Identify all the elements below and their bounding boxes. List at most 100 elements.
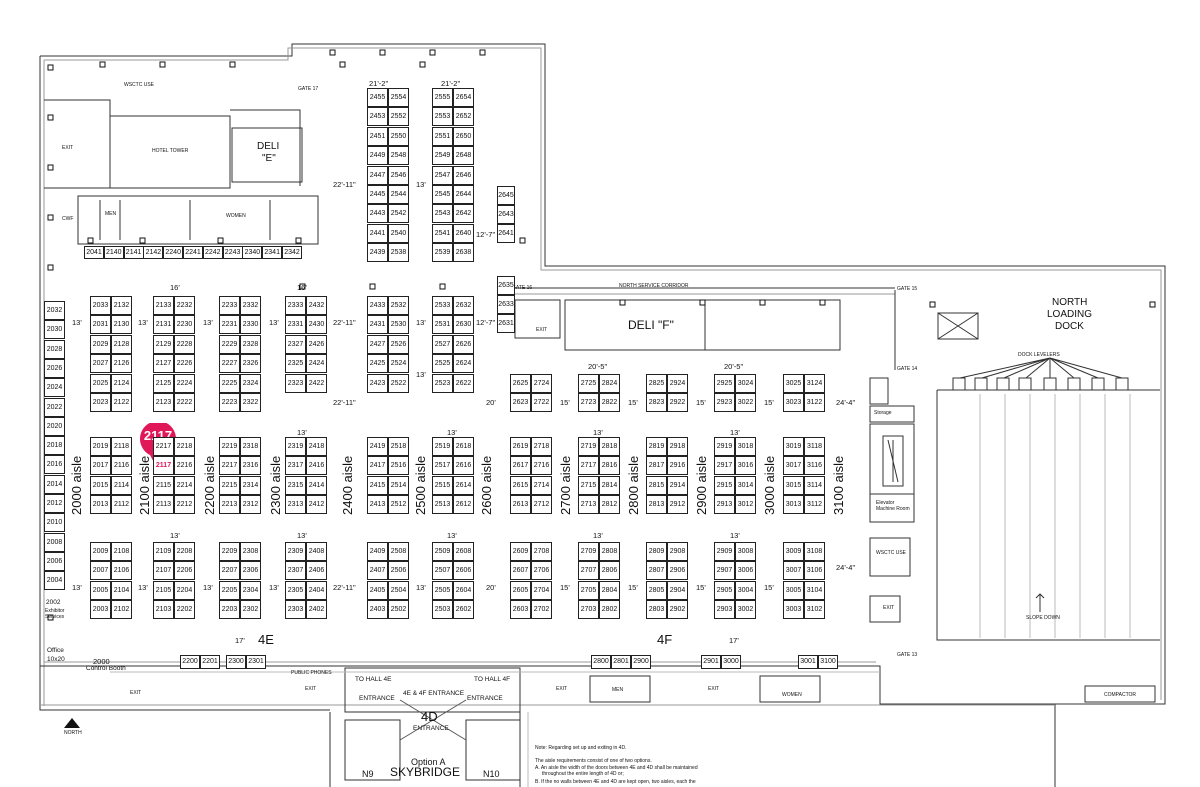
booth-2206[interactable]: 2206: [174, 561, 195, 581]
booth-2805[interactable]: 2805: [646, 580, 667, 600]
booth-2427[interactable]: 2427: [367, 334, 388, 354]
booth-2227[interactable]: 2227: [219, 354, 240, 374]
booth-3106[interactable]: 3106: [804, 561, 825, 581]
booth-2006[interactable]: 2006: [44, 551, 65, 571]
booth-2027[interactable]: 2027: [90, 354, 111, 374]
booth-2615[interactable]: 2615: [510, 475, 531, 495]
booth-2643[interactable]: 2643: [497, 205, 515, 224]
booth-2023[interactable]: 2023: [90, 393, 111, 412]
booth-3005[interactable]: 3005: [783, 580, 804, 600]
booth-2104[interactable]: 2104: [111, 580, 132, 600]
booth-2905[interactable]: 2905: [714, 580, 735, 600]
booth-2032[interactable]: 2032: [44, 301, 65, 320]
booth-3114[interactable]: 3114: [804, 475, 825, 495]
booth-2302[interactable]: 2302: [240, 600, 261, 620]
booth-2330[interactable]: 2330: [240, 315, 261, 335]
booth-2508[interactable]: 2508: [388, 542, 409, 561]
booth-2409[interactable]: 2409: [367, 542, 388, 561]
booth-2008[interactable]: 2008: [44, 532, 65, 552]
booth-2433[interactable]: 2433: [367, 296, 388, 315]
booth-2020[interactable]: 2020: [44, 416, 65, 436]
booth-2022[interactable]: 2022: [44, 397, 65, 417]
booth-2140[interactable]: 2140: [103, 246, 124, 259]
booth-2909[interactable]: 2909: [714, 542, 735, 561]
booth-2606[interactable]: 2606: [453, 561, 474, 581]
booth-2403[interactable]: 2403: [367, 600, 388, 620]
booth-2904[interactable]: 2904: [667, 580, 688, 600]
booth-2923[interactable]: 2923: [714, 393, 735, 413]
booth-2441[interactable]: 2441: [367, 223, 388, 243]
booth-2123[interactable]: 2123: [153, 393, 174, 412]
booth-2130[interactable]: 2130: [111, 315, 132, 335]
booth-2603[interactable]: 2603: [510, 600, 531, 620]
booth-2638[interactable]: 2638: [453, 243, 474, 263]
booth-2304[interactable]: 2304: [240, 580, 261, 600]
booth-2915[interactable]: 2915: [714, 475, 735, 495]
booth-2619[interactable]: 2619: [510, 437, 531, 456]
booth-2133[interactable]: 2133: [153, 296, 174, 315]
booth-2451[interactable]: 2451: [367, 126, 388, 146]
booth-2518[interactable]: 2518: [388, 437, 409, 456]
booth-2005[interactable]: 2005: [90, 580, 111, 600]
booth-2026[interactable]: 2026: [44, 358, 65, 378]
booth-3000[interactable]: 3000: [721, 655, 741, 669]
booth-2024[interactable]: 2024: [44, 378, 65, 398]
booth-2455[interactable]: 2455: [367, 88, 388, 107]
booth-2527[interactable]: 2527: [432, 334, 453, 354]
booth-2547[interactable]: 2547: [432, 165, 453, 185]
booth-3013[interactable]: 3013: [783, 495, 804, 515]
booth-2632[interactable]: 2632: [453, 296, 474, 315]
booth-3012[interactable]: 3012: [735, 495, 756, 515]
booth-2900[interactable]: 2900: [631, 655, 651, 669]
booth-2823[interactable]: 2823: [646, 393, 667, 413]
booth-2453[interactable]: 2453: [367, 107, 388, 127]
booth-2549[interactable]: 2549: [432, 146, 453, 166]
booth-2519[interactable]: 2519: [432, 437, 453, 456]
booth-2315[interactable]: 2315: [285, 475, 306, 495]
booth-2341[interactable]: 2341: [262, 246, 283, 259]
booth-2404[interactable]: 2404: [306, 580, 327, 600]
booth-2503[interactable]: 2503: [432, 600, 453, 620]
booth-2506[interactable]: 2506: [388, 561, 409, 581]
booth-2918[interactable]: 2918: [667, 437, 688, 456]
booth-3104[interactable]: 3104: [804, 580, 825, 600]
booth-2228[interactable]: 2228: [174, 334, 195, 354]
booth-2515[interactable]: 2515: [432, 475, 453, 495]
booth-2424[interactable]: 2424: [306, 354, 327, 374]
booth-2217[interactable]: 2217: [219, 456, 240, 476]
booth-3016[interactable]: 3016: [735, 456, 756, 476]
booth-2324[interactable]: 2324: [240, 373, 261, 393]
booth-3102[interactable]: 3102: [804, 600, 825, 620]
booth-2141[interactable]: 2141: [123, 246, 144, 259]
booth-2919[interactable]: 2919: [714, 437, 735, 456]
booth-2222[interactable]: 2222: [174, 393, 195, 412]
booth-2707[interactable]: 2707: [578, 561, 599, 581]
booth-2019[interactable]: 2019: [90, 437, 111, 456]
booth-2822[interactable]: 2822: [599, 393, 620, 413]
booth-3116[interactable]: 3116: [804, 456, 825, 476]
booth-2631[interactable]: 2631: [497, 314, 515, 333]
booth-3002[interactable]: 3002: [735, 600, 756, 620]
booth-2025[interactable]: 2025: [90, 373, 111, 393]
booth-2517[interactable]: 2517: [432, 456, 453, 476]
booth-2125[interactable]: 2125: [153, 373, 174, 393]
booth-2550[interactable]: 2550: [388, 126, 409, 146]
booth-3003[interactable]: 3003: [783, 600, 804, 620]
booth-2342[interactable]: 2342: [282, 246, 302, 259]
booth-2445[interactable]: 2445: [367, 185, 388, 204]
booth-2405[interactable]: 2405: [367, 580, 388, 600]
booth-2618[interactable]: 2618: [453, 437, 474, 456]
booth-2316[interactable]: 2316: [240, 456, 261, 476]
booth-2443[interactable]: 2443: [367, 204, 388, 224]
booth-2539[interactable]: 2539: [432, 243, 453, 263]
booth-2808[interactable]: 2808: [599, 542, 620, 561]
booth-2524[interactable]: 2524: [388, 354, 409, 374]
booth-2241[interactable]: 2241: [183, 246, 203, 259]
booth-2646[interactable]: 2646: [453, 165, 474, 185]
booth-2303[interactable]: 2303: [285, 600, 306, 620]
booth-2602[interactable]: 2602: [453, 600, 474, 620]
booth-2209[interactable]: 2209: [219, 542, 240, 561]
booth-2233[interactable]: 2233: [219, 296, 240, 315]
booth-2131[interactable]: 2131: [153, 315, 174, 335]
booth-2417[interactable]: 2417: [367, 456, 388, 476]
